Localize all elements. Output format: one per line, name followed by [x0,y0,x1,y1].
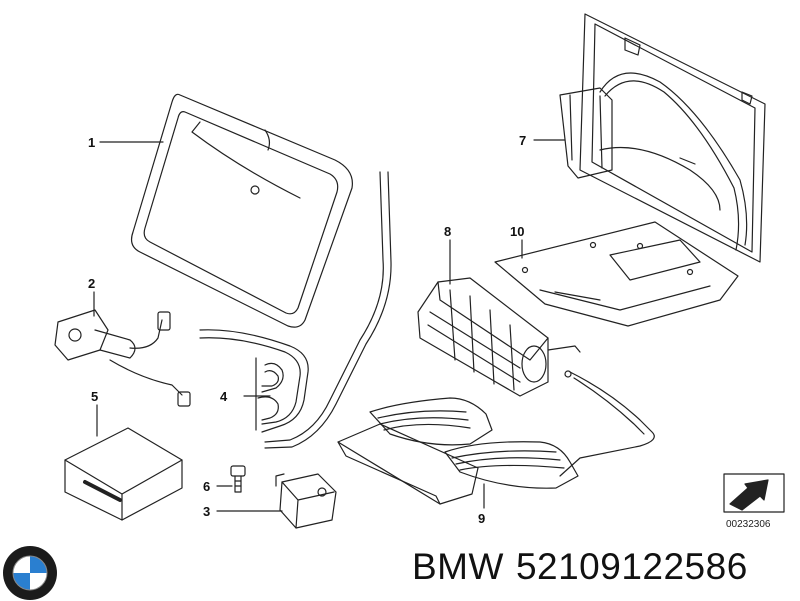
direction-arrow-icon [723,473,785,513]
callout-3: 3 [203,504,210,519]
callout-8: 8 [444,224,451,239]
callout-9: 9 [478,511,485,526]
part-8-blower [417,277,581,397]
callout-6: 6 [203,479,210,494]
drawing-number: 00232306 [726,519,771,530]
part-1-cover-panel [130,93,353,328]
callout-2: 2 [88,276,95,291]
part-10-base-plate [494,221,739,327]
callout-10: 10 [510,224,524,239]
part-5-box [64,427,183,521]
part-2-motor [54,309,191,407]
callout-1: 1 [88,135,95,150]
callout-5: 5 [91,389,98,404]
bmw-logo-icon [3,546,57,600]
part-9-seat-pads [337,370,655,505]
part-title: BMW 52109122586 [412,546,760,588]
part-3-control-unit [275,473,337,529]
part-4-hoses [199,171,392,449]
part-6-bolt [230,465,246,493]
callout-4: 4 [220,389,228,404]
part-7-backing-board [559,13,766,263]
part-number: 52109122586 [515,546,748,587]
callout-7: 7 [519,133,526,148]
brand-name: BMW [412,546,504,587]
